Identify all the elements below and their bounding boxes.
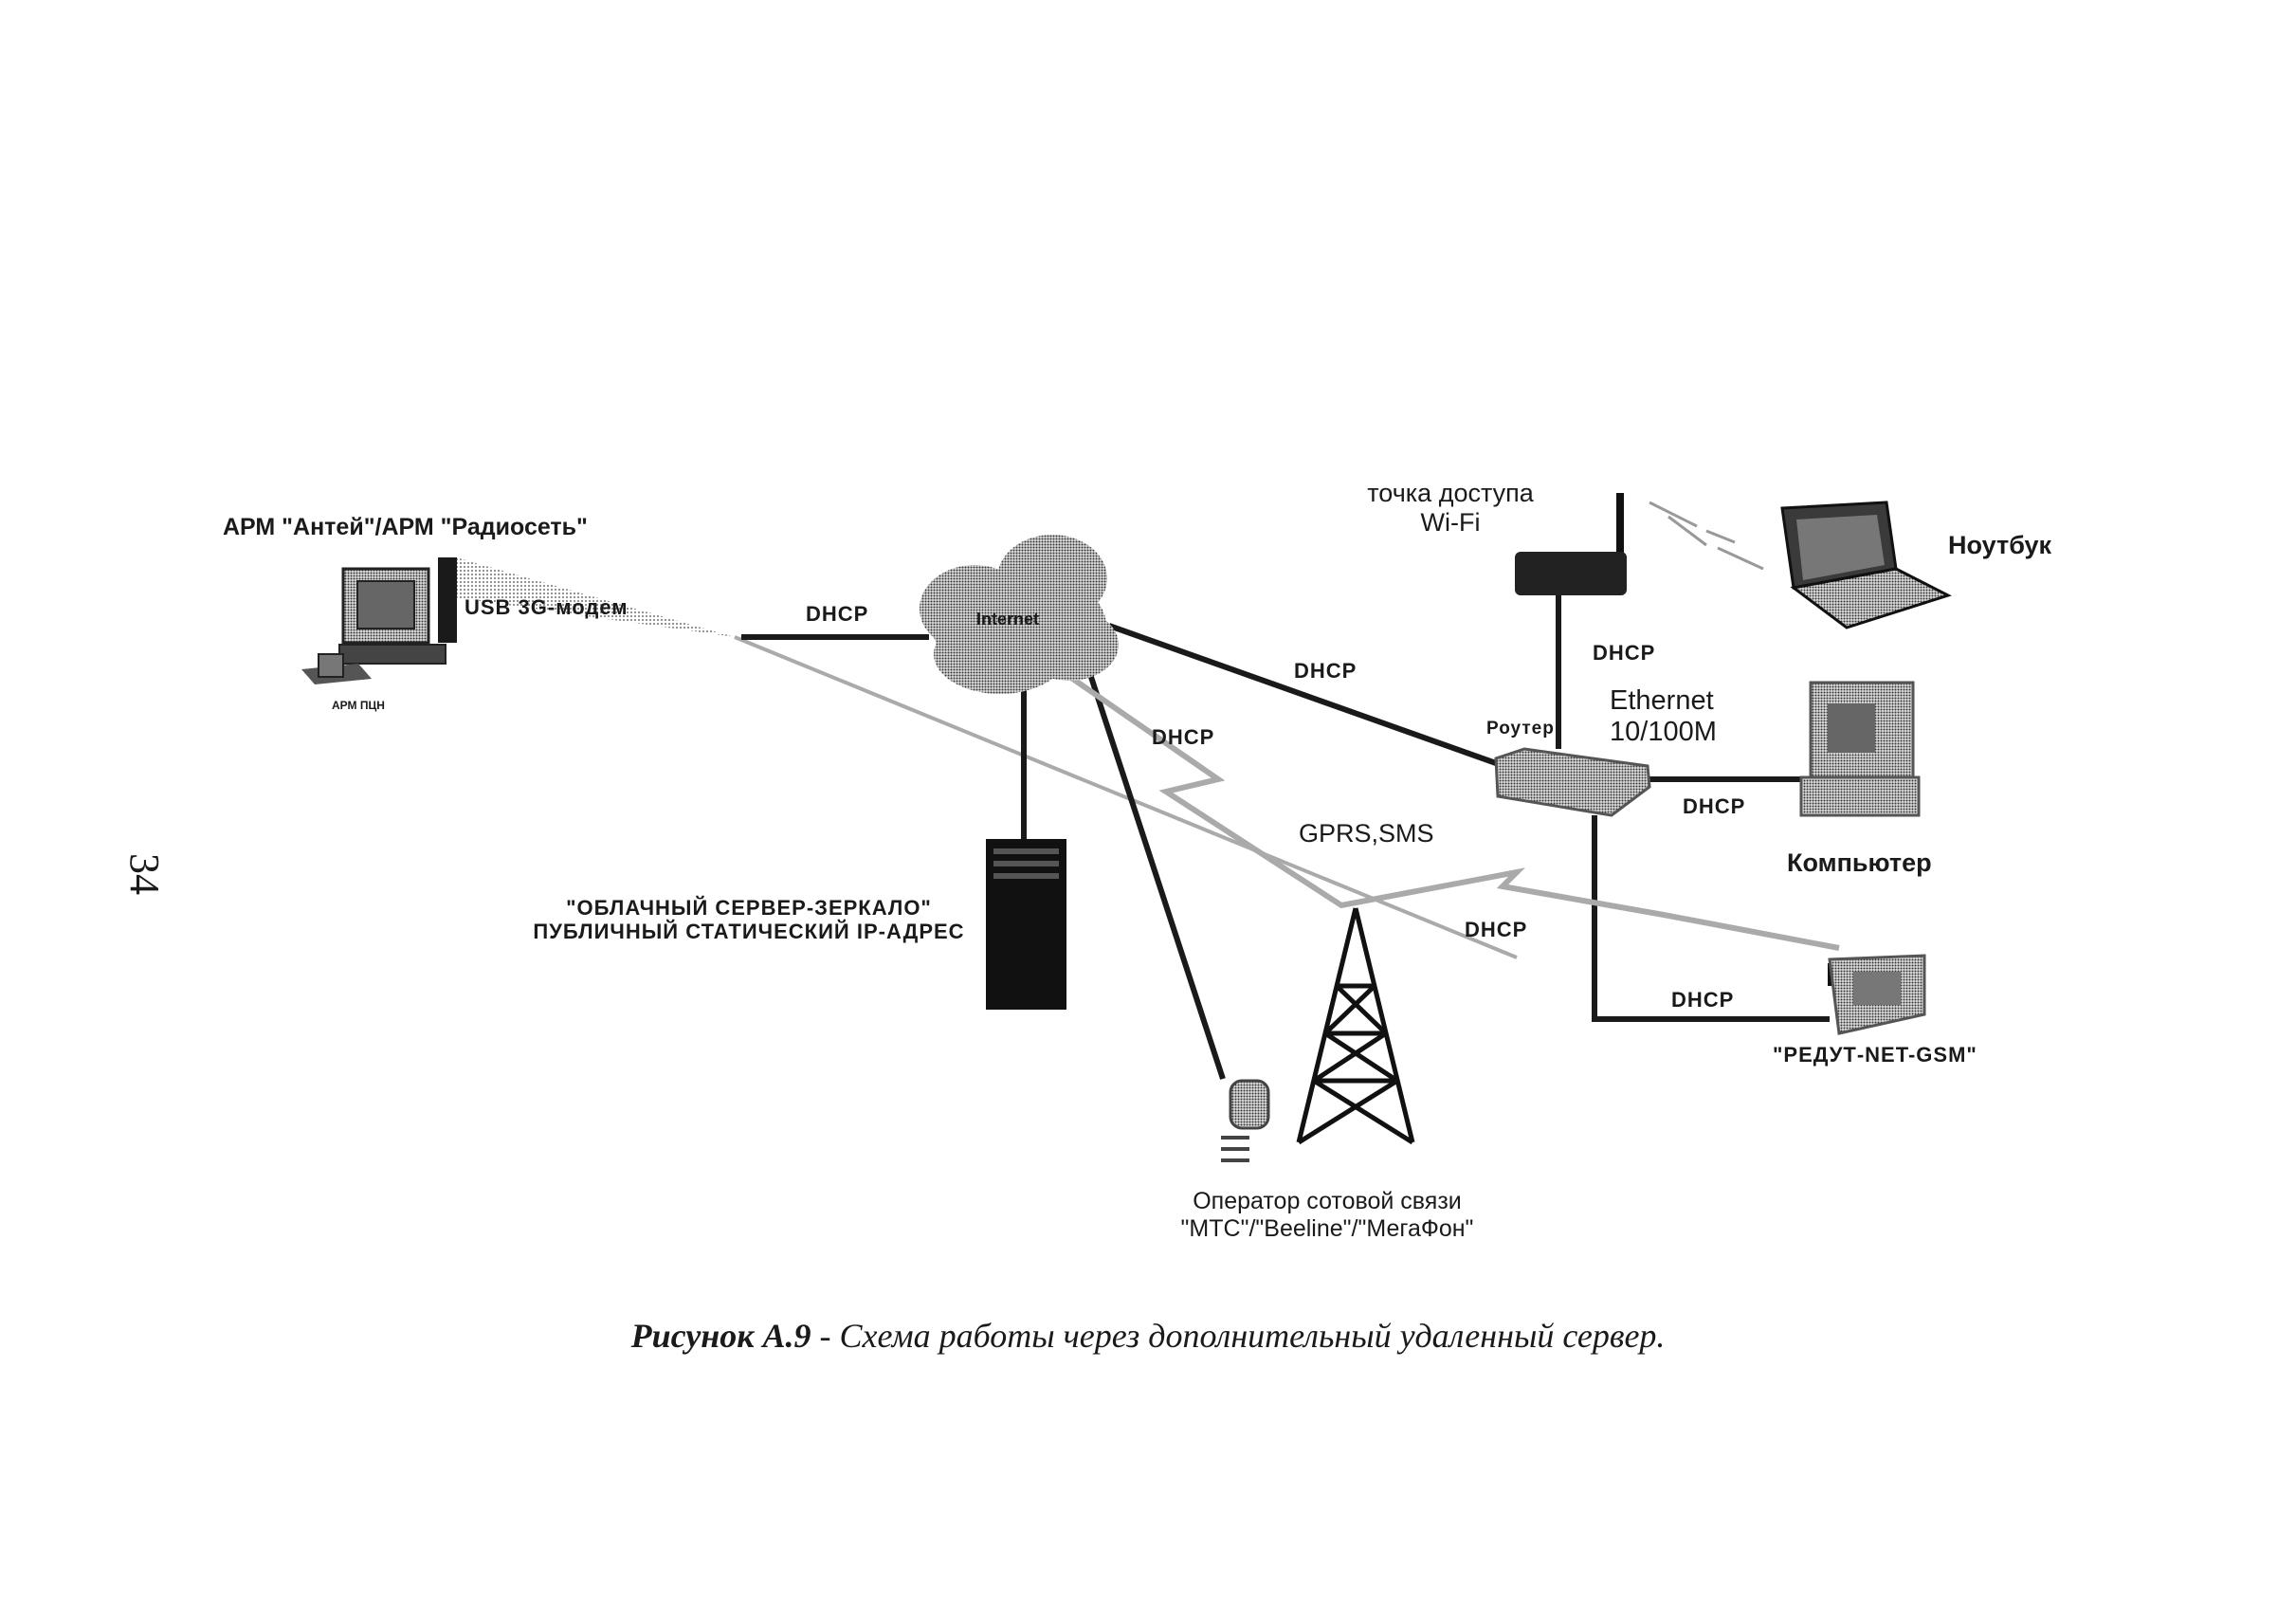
figure-caption: Рисунок А.9 - Схема работы через дополни… bbox=[0, 1316, 2296, 1356]
operator-label: Оператор сотовой связи "МТС"/"Beeline"/"… bbox=[1138, 1188, 1517, 1243]
dhcp-label-arm-internet: DHCP bbox=[806, 602, 869, 626]
modem-wireless-beam bbox=[453, 556, 735, 637]
ethernet-label-line2: 10/100M bbox=[1610, 717, 1717, 748]
gprs-sms-label: GPRS,SMS bbox=[1299, 819, 1434, 848]
gprs-zigzag-link bbox=[1060, 668, 1840, 951]
caption-text: Схема работы через дополнительный удален… bbox=[839, 1317, 1666, 1355]
redut-label: "РЕДУТ-NET-GSM" bbox=[1773, 1043, 1977, 1067]
usb-modem-icon bbox=[438, 557, 457, 643]
arm-pc-label: АРМ ПЦН bbox=[332, 699, 385, 712]
dhcp-label-internet-operator: DHCP bbox=[1152, 725, 1215, 749]
computer-icon bbox=[1799, 681, 1921, 817]
link-router-redut bbox=[1592, 815, 1830, 1022]
internet-label: Internet bbox=[976, 610, 1040, 629]
dhcp-label-router-redut: DHCP bbox=[1671, 988, 1735, 1012]
arm-pc-icon bbox=[301, 567, 446, 684]
laptop-icon bbox=[1780, 501, 1952, 629]
link-internet-operator bbox=[1085, 667, 1226, 1080]
cell-tower-icon bbox=[1296, 907, 1415, 1145]
laptop-label: Ноутбук bbox=[1948, 531, 2052, 559]
access-point-label-line1: точка доступа bbox=[1367, 479, 1534, 507]
dhcp-label-operator-router: DHCP bbox=[1465, 918, 1528, 941]
wifi-waves bbox=[1649, 501, 1764, 571]
dhcp-label-router-computer: DHCP bbox=[1683, 794, 1746, 818]
ethernet-label-line1: Ethernet bbox=[1610, 685, 1714, 716]
access-point-label: точка доступа Wi-Fi bbox=[1327, 479, 1574, 538]
computer-label: Компьютер bbox=[1787, 848, 1932, 877]
page-number: 34 bbox=[121, 853, 168, 895]
link-internet-router bbox=[1107, 623, 1511, 771]
caption-separator: - bbox=[811, 1317, 840, 1355]
usb-modem-label: USB 3G-модем bbox=[465, 595, 629, 619]
ethernet-label: Ethernet 10/100M bbox=[1610, 685, 1717, 749]
cloud-server-label: "ОБЛАЧНЫЙ СЕРВЕР-ЗЕРКАЛО" ПУБЛИЧНЫЙ СТАТ… bbox=[526, 896, 972, 944]
arm-title-label: АРМ "Антей"/АРМ "Радиосеть" bbox=[223, 514, 588, 540]
figure-number: Рисунок А.9 bbox=[630, 1317, 811, 1355]
redut-device-icon bbox=[1828, 954, 1926, 1035]
internet-cloud-icon bbox=[920, 535, 1119, 694]
operator-label-line1: Оператор сотовой связи bbox=[1193, 1188, 1462, 1214]
dhcp-label-ap-router: DHCP bbox=[1593, 641, 1656, 665]
router-icon bbox=[1494, 747, 1651, 817]
access-point-icon bbox=[1515, 493, 1627, 595]
cloud-server-label-line2: ПУБЛИЧНЫЙ СТАТИЧЕСКИЙ IP-АДРЕС bbox=[533, 920, 965, 944]
cloud-server-label-line1: "ОБЛАЧНЫЙ СЕРВЕР-ЗЕРКАЛО" bbox=[566, 896, 932, 920]
wireless-link-line bbox=[734, 635, 1518, 959]
access-point-label-line2: Wi-Fi bbox=[1420, 508, 1481, 538]
operator-label-line2: "МТС"/"Beeline"/"МегаФон" bbox=[1180, 1214, 1474, 1242]
router-label: Роутер bbox=[1486, 719, 1555, 739]
operator-station-icon bbox=[1221, 1079, 1270, 1162]
cloud-server-icon bbox=[986, 839, 1066, 1010]
dhcp-label-internet-router: DHCP bbox=[1294, 659, 1358, 683]
